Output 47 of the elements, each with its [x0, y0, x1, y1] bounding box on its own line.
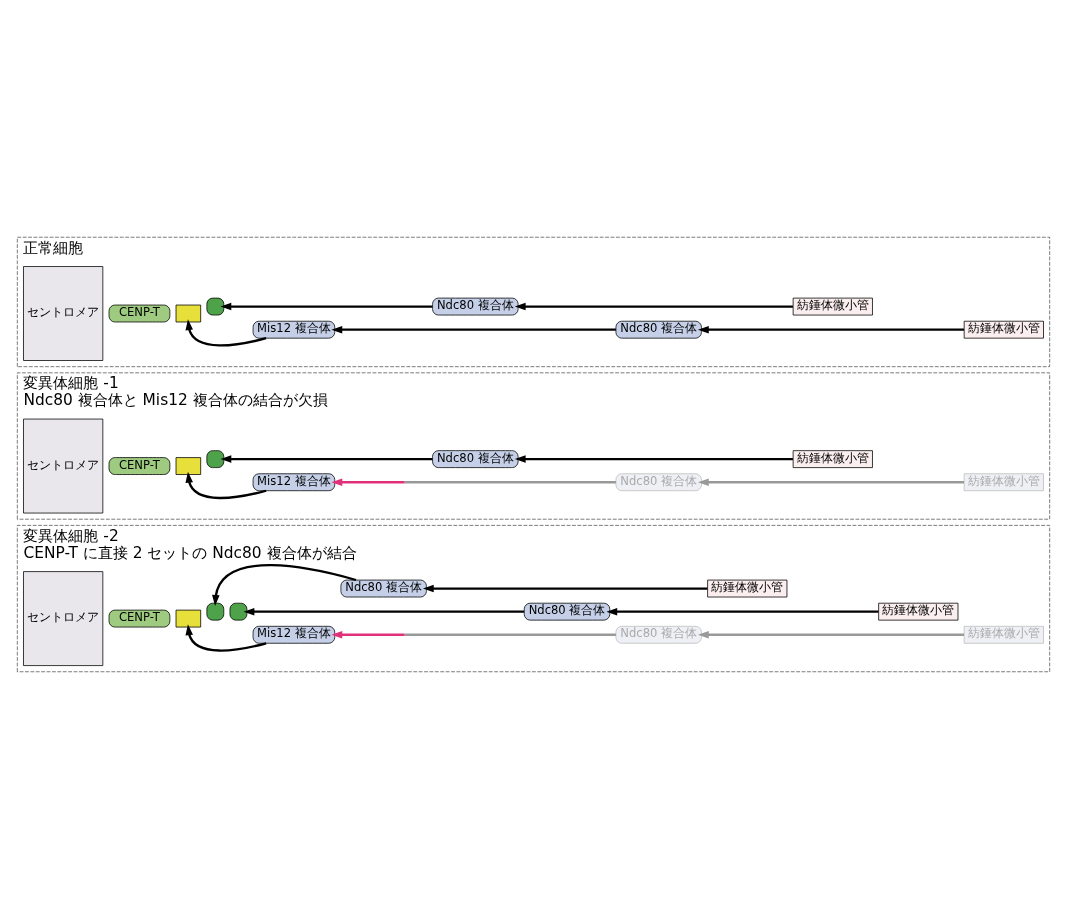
node-box: Ndc80 複合体: [340, 579, 427, 598]
node-box: Ndc80 複合体: [615, 625, 702, 644]
node-box: Mis12 複合体: [252, 625, 336, 644]
node-box: セントロメア: [23, 418, 104, 514]
arrow: [220, 455, 433, 463]
arrow: [185, 471, 267, 500]
arrow: [514, 455, 793, 463]
node-box: Ndc80 複合体: [432, 450, 519, 468]
node-box: 紡錘体微小管: [792, 297, 873, 316]
node-box: Mis12 複合体: [252, 320, 336, 339]
node-box: CENP-T: [108, 609, 171, 628]
node-box: 紡錘体微小管: [792, 450, 873, 468]
arrow: [331, 325, 616, 334]
node-bar: [175, 609, 202, 628]
node-box: セントロメア: [23, 571, 104, 666]
arrow: [331, 478, 616, 486]
node-box: Mis12 複合体: [252, 473, 336, 492]
node-box: Ndc80 複合体: [523, 602, 611, 621]
arrow: [697, 325, 964, 334]
node-bar: [175, 457, 202, 475]
arrow: [422, 584, 708, 593]
node-box: Ndc80 複合体: [615, 320, 702, 339]
node-bar: [206, 602, 225, 621]
node-box: Ndc80 複合体: [615, 473, 702, 492]
arrow: [606, 607, 879, 616]
arrow: [697, 631, 964, 639]
arrow: [185, 319, 267, 347]
node-bar: [206, 297, 225, 316]
node-box: Ndc80 複合体: [432, 297, 519, 316]
node-bar: [206, 450, 225, 468]
node-box: 紡錘体微小管: [963, 625, 1044, 644]
node-box: 紡錘体微小管: [963, 473, 1044, 492]
node-box: CENP-T: [108, 304, 171, 323]
arrow: [514, 302, 793, 311]
arrow: [220, 302, 433, 311]
node-bar: [175, 304, 202, 323]
arrow: [243, 607, 525, 616]
node-box: CENP-T: [108, 457, 171, 475]
node-box: セントロメア: [23, 266, 104, 361]
node-box: 紡錘体微小管: [878, 602, 959, 621]
arrow: [212, 564, 357, 606]
node-box: 紡錘体微小管: [707, 579, 788, 598]
node-bar: [229, 602, 248, 621]
arrow: [331, 631, 616, 639]
arrow: [185, 624, 267, 652]
node-box: 紡錘体微小管: [963, 320, 1044, 339]
arrow: [697, 478, 964, 486]
